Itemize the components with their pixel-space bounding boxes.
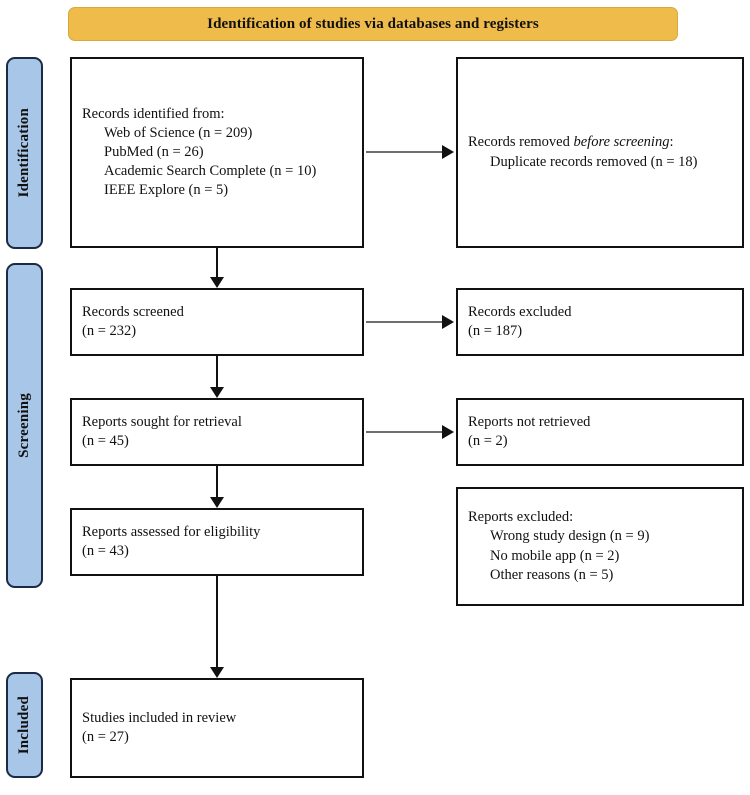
reports-sought-label: Reports sought for retrieval [82, 413, 242, 430]
diagram-title-text: Identification of studies via databases … [207, 15, 539, 32]
records-excluded-label: Records excluded [468, 303, 572, 320]
connector-sought-to-not-retrieved-arrow [442, 425, 454, 439]
box-records-excluded: Records excluded (n = 187) [456, 288, 744, 356]
records-screened-label: Records screened [82, 303, 184, 320]
records-identified-item-pubmed: PubMed (n = 26) [104, 143, 204, 160]
connector-assessed-to-included-arrow [210, 667, 224, 678]
reports-excluded-reason-other: Other reasons (n = 5) [490, 566, 614, 583]
box-reports-sought-for-retrieval: Reports sought for retrieval (n = 45) [70, 398, 364, 466]
box-reports-assessed-for-eligibility: Reports assessed for eligibility (n = 43… [70, 508, 364, 576]
records-identified-item-web-of-science: Web of Science (n = 209) [104, 124, 253, 141]
connector-sought-to-not-retrieved-line [366, 431, 444, 433]
stage-tab-identification-label: Identification [16, 108, 32, 198]
records-identified-item-academic-search-complete: Academic Search Complete (n = 10) [104, 163, 317, 180]
records-identified-heading: Records identified from: [82, 105, 225, 122]
reports-not-retrieved-label: Reports not retrieved [468, 413, 591, 430]
reports-assessed-label: Reports assessed for eligibility [82, 523, 261, 540]
stage-tab-identification: Identification [6, 57, 43, 249]
records-screened-count: (n = 232) [82, 323, 137, 339]
reports-assessed-count: (n = 43) [82, 543, 129, 559]
reports-excluded-heading: Reports excluded: [468, 509, 574, 526]
connector-screened-to-excluded-arrow [442, 315, 454, 329]
box-reports-not-retrieved: Reports not retrieved (n = 2) [456, 398, 744, 466]
reports-excluded-reason-wrong-study-design: Wrong study design (n = 9) [490, 528, 650, 545]
diagram-title-banner: Identification of studies via databases … [68, 7, 678, 41]
reports-not-retrieved-count: (n = 2) [468, 433, 508, 449]
records-identified-item-ieee-explore: IEEE Explore (n = 5) [104, 182, 229, 199]
records-removed-heading-post: : [669, 134, 674, 151]
records-removed-item-duplicates: Duplicate records removed (n = 18) [490, 153, 698, 170]
records-excluded-count: (n = 187) [468, 323, 523, 339]
box-studies-included-in-review: Studies included in review (n = 27) [70, 678, 364, 778]
connector-identified-to-screened-line [216, 248, 218, 277]
reports-sought-count: (n = 45) [82, 433, 129, 449]
stage-tab-screening-label: Screening [16, 393, 32, 458]
stage-tab-screening: Screening [6, 263, 43, 588]
box-records-removed-before-screening: Records removed before screening: Duplic… [456, 57, 744, 248]
studies-included-label: Studies included in review [82, 709, 237, 726]
box-records-identified: Records identified from: Web of Science … [70, 57, 364, 248]
connector-identified-to-removed-line [366, 151, 444, 153]
connector-sought-to-assessed-arrow [210, 497, 224, 508]
connector-assessed-to-included-line [216, 576, 218, 667]
connector-screened-to-sought-arrow [210, 387, 224, 398]
reports-excluded-reason-no-mobile-app: No mobile app (n = 2) [490, 547, 620, 564]
connector-screened-to-sought-line [216, 356, 218, 387]
box-reports-excluded: Reports excluded: Wrong study design (n … [456, 487, 744, 606]
connector-screened-to-excluded-line [366, 321, 444, 323]
box-records-screened: Records screened (n = 232) [70, 288, 364, 356]
records-removed-heading-pre: Records removed [468, 134, 574, 151]
connector-identified-to-removed-arrow [442, 145, 454, 159]
records-removed-heading-emphasis: before screening [573, 134, 670, 151]
stage-tab-included: Included [6, 672, 43, 778]
records-removed-heading: Records removed before screening: [468, 133, 732, 152]
stage-tab-included-label: Included [16, 695, 32, 755]
connector-identified-to-screened-arrow [210, 277, 224, 288]
studies-included-count: (n = 27) [82, 729, 129, 745]
connector-sought-to-assessed-line [216, 466, 218, 497]
